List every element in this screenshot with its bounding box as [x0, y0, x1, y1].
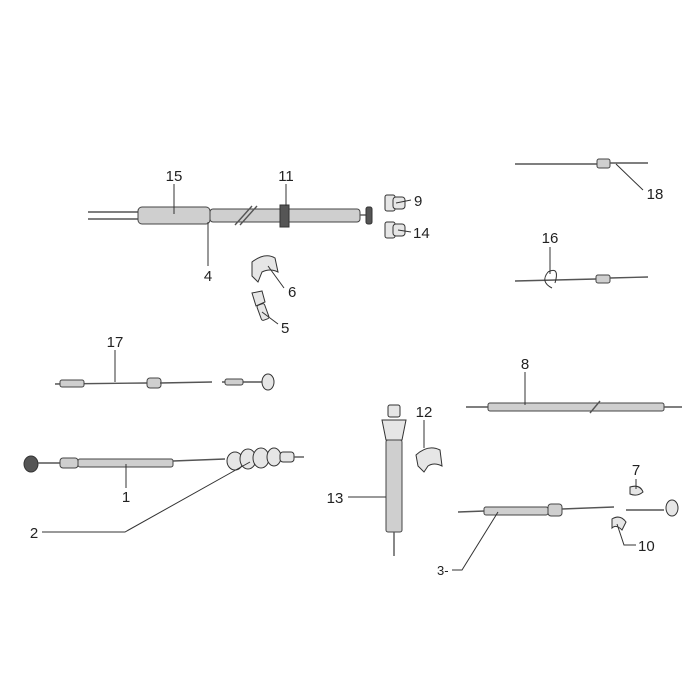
callout-8: 8: [521, 356, 529, 373]
callout-16: 16: [542, 230, 559, 247]
end-cap-9: [384, 194, 406, 212]
cable-17: [54, 373, 275, 391]
callout-6: 6: [288, 284, 296, 301]
clip-12: [415, 447, 443, 473]
callout-11: 11: [278, 168, 294, 185]
callout-10: 10: [638, 538, 655, 555]
callout-12: 12: [416, 404, 433, 421]
callout-14: 14: [413, 225, 430, 242]
callout-2: 2: [30, 525, 38, 542]
rubber-boot-2: [226, 447, 304, 471]
clip-6: [251, 255, 279, 283]
cable-16: [514, 269, 649, 289]
cable-assembly-4: [88, 204, 373, 228]
callout-3: 3-: [437, 563, 449, 578]
cable-18: [515, 158, 648, 169]
callout-17: 17: [107, 334, 124, 351]
leader-lines: [42, 163, 644, 571]
clip-10: [611, 516, 627, 531]
callout-15: 15: [166, 168, 183, 185]
callout-4: 4: [204, 268, 212, 285]
callout-5: 5: [281, 320, 289, 337]
end-cap-14: [384, 221, 406, 239]
cable-8: [466, 400, 682, 414]
callout-1: 1: [122, 489, 130, 506]
callout-7: 7: [632, 462, 640, 479]
lever-cable-13: [381, 404, 407, 556]
adjuster-5: [251, 290, 270, 321]
cable-1: [23, 455, 226, 473]
callout-9: 9: [414, 193, 422, 210]
callout-13: 13: [327, 490, 344, 507]
callout-18: 18: [647, 186, 664, 203]
cable-3: [457, 499, 679, 517]
clamp-band: [279, 204, 290, 228]
